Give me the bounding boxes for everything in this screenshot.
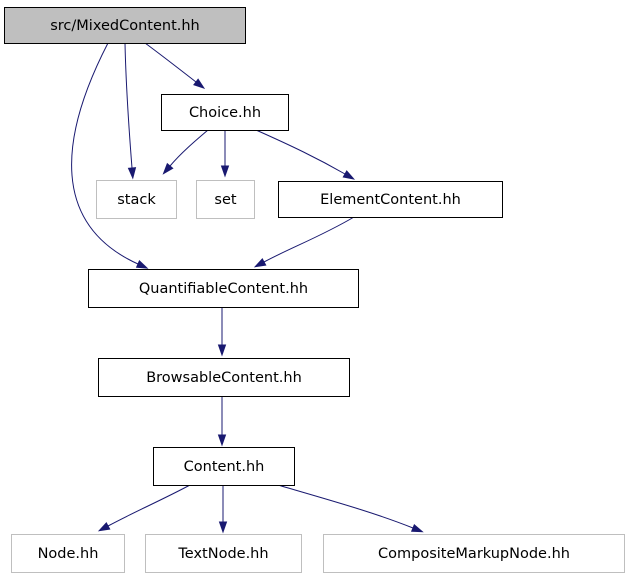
edge-mixed-choice <box>144 42 206 90</box>
node-label: QuantifiableContent.hh <box>139 281 308 297</box>
arrowhead <box>135 259 149 269</box>
node-box <box>153 447 295 486</box>
node-box <box>98 358 350 397</box>
node-label: set <box>214 192 236 208</box>
edge-line <box>107 484 191 527</box>
arrowhead <box>97 522 111 532</box>
node-label: TextNode.hh <box>177 546 268 562</box>
node-label: ElementContent.hh <box>320 192 461 208</box>
node-box <box>88 269 359 308</box>
edge-line <box>277 484 414 529</box>
edge-line <box>169 129 209 167</box>
node-box <box>323 534 625 573</box>
node-node[interactable]: Node.hh <box>11 534 125 573</box>
edge-mixed-quant <box>71 42 149 269</box>
node-browsable[interactable]: BrowsableContent.hh <box>98 358 350 397</box>
node-element[interactable]: ElementContent.hh <box>278 181 503 218</box>
edge-line <box>144 42 197 83</box>
edge-line <box>124 42 133 169</box>
node-label: Node.hh <box>38 546 99 562</box>
node-content[interactable]: Content.hh <box>153 447 295 486</box>
arrowhead <box>193 78 206 90</box>
node-label: BrowsableContent.hh <box>146 370 302 386</box>
edge-browsable-content <box>217 396 227 447</box>
node-label: Content.hh <box>184 459 265 475</box>
node-mixed[interactable]: src/MixedContent.hh <box>4 7 246 44</box>
arrowhead <box>342 170 356 180</box>
arrowhead <box>162 162 174 175</box>
arrowhead <box>253 258 267 268</box>
node-box <box>4 7 246 44</box>
edge-content-node <box>97 484 191 532</box>
arrowhead <box>217 434 227 447</box>
arrowhead <box>127 167 137 180</box>
edge-element-quant <box>253 216 355 268</box>
node-box <box>145 534 302 573</box>
node-box <box>161 94 289 131</box>
edge-content-composite <box>277 484 424 533</box>
node-label: Choice.hh <box>189 105 261 121</box>
edge-choice-set <box>220 129 230 178</box>
node-textnode[interactable]: TextNode.hh <box>145 534 302 573</box>
node-box <box>278 181 503 218</box>
edges <box>71 42 424 534</box>
node-box <box>11 534 125 573</box>
node-choice[interactable]: Choice.hh <box>161 94 289 131</box>
edge-quant-browsable <box>217 307 227 357</box>
node-label: CompositeMarkupNode.hh <box>378 546 570 562</box>
arrowhead <box>410 523 424 533</box>
edge-choice-element <box>255 129 356 180</box>
node-box <box>196 180 255 219</box>
node-quant[interactable]: QuantifiableContent.hh <box>88 269 359 308</box>
arrowhead <box>218 521 228 534</box>
node-composite[interactable]: CompositeMarkupNode.hh <box>323 534 625 573</box>
node-label: src/MixedContent.hh <box>50 18 200 34</box>
edge-line <box>71 42 139 265</box>
arrowhead <box>217 344 227 357</box>
node-stack[interactable]: stack <box>96 180 177 219</box>
edge-content-textnode <box>218 484 228 534</box>
edge-line <box>255 129 346 175</box>
edge-choice-stack <box>162 129 209 175</box>
node-box <box>96 180 177 219</box>
edge-mixed-stack <box>124 42 137 180</box>
edge-line <box>263 216 355 263</box>
node-set[interactable]: set <box>196 180 255 219</box>
arrowhead <box>220 165 230 178</box>
node-label: stack <box>117 192 156 208</box>
